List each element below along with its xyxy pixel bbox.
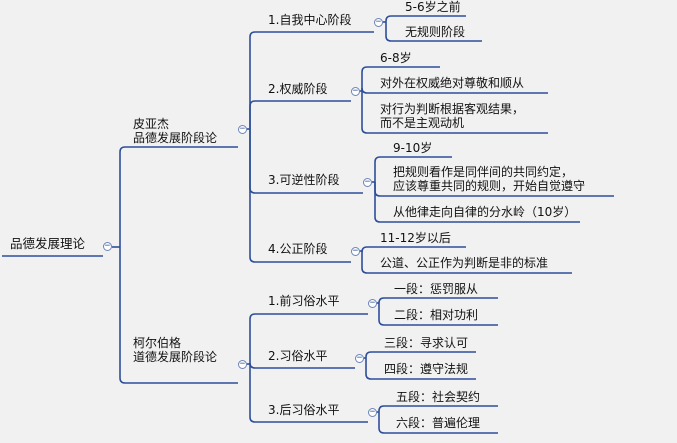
branch-piaget-collapse-toggle[interactable]: − <box>238 124 247 134</box>
stage-egocentric-label[interactable]: 1.自我中心阶段 <box>268 13 352 27</box>
branch-kohlberg-label-line2[interactable]: 道德发展阶段论 <box>133 350 218 364</box>
detail-stage1-punishment: 一段：惩罚服从 <box>394 282 479 296</box>
stage-conventional-label[interactable]: 2.习俗水平 <box>268 349 328 363</box>
branch-piaget-label-line2[interactable]: 品德发展阶段论 <box>133 131 218 145</box>
stage-egocentric-toggle[interactable]: − <box>374 17 383 27</box>
stage-reversible-label[interactable]: 3.可逆性阶段 <box>268 173 340 187</box>
kohlberg-bracket-link-1 <box>249 362 355 369</box>
kohlberg-bracket-link-2 <box>249 364 368 423</box>
stage-preconventional-toggle[interactable]: − <box>368 298 377 308</box>
authority-bracket-link-1 <box>361 87 548 94</box>
piaget-bracket-link-3 <box>249 129 351 263</box>
justice-bracket-link-0 <box>361 246 466 253</box>
egocentric-bracket-link-1 <box>385 22 482 42</box>
pre-bracket-link-0 <box>378 297 498 304</box>
root-bracket-link-0 <box>119 146 238 247</box>
detail-authority-judge-line1: 对行为判断根据客观结果， <box>380 102 525 116</box>
stage-preconventional-label[interactable]: 1.前习俗水平 <box>268 294 340 308</box>
authority-bracket-link-0 <box>361 66 440 91</box>
detail-stage3-approval: 三段：寻求认可 <box>384 336 469 350</box>
root-node-label[interactable]: 品德发展理论 <box>10 236 86 251</box>
authority-bracket-link-2 <box>361 91 548 134</box>
detail-authority-obey: 对外在权威绝对尊敬和顺从 <box>380 76 525 90</box>
root-collapse-toggle[interactable]: − <box>103 241 112 251</box>
detail-egocentric-rule: 无规则阶段 <box>405 25 466 39</box>
detail-stage5-contract: 五段：社会契约 <box>396 390 481 404</box>
branch-piaget-label-line1[interactable]: 皮亚杰 <box>133 117 170 131</box>
detail-stage2-instrumental: 二段：相对功利 <box>394 308 479 322</box>
branch-kohlberg-collapse-toggle[interactable]: − <box>238 359 247 369</box>
stage-authority-toggle[interactable]: − <box>351 86 360 96</box>
detail-reversible-age: 9-10岁 <box>393 141 433 155</box>
detail-egocentric-age: 5-6岁之前 <box>405 0 461 14</box>
stage-justice-label[interactable]: 4.公正阶段 <box>268 242 328 256</box>
conv-bracket-link-0 <box>365 351 476 358</box>
stage-postconventional-label[interactable]: 3.后习俗水平 <box>268 403 340 417</box>
piaget-bracket-link-0 <box>249 31 374 129</box>
root-bracket-link-1 <box>119 247 238 384</box>
stage-conventional-toggle[interactable]: − <box>355 353 364 363</box>
egocentric-bracket-link-0 <box>385 15 466 22</box>
pre-bracket-link-1 <box>378 303 498 326</box>
detail-reversible-rule-line1: 把规则看作是同伴间的共同约定， <box>393 165 574 179</box>
stage-authority-label[interactable]: 2.权威阶段 <box>268 82 328 96</box>
detail-justice-age: 11-12岁以后 <box>380 231 451 245</box>
conv-bracket-link-1 <box>365 358 476 380</box>
stage-reversible-toggle[interactable]: − <box>363 177 372 187</box>
detail-reversible-watershed: 从他律走向自律的分水岭（10岁） <box>393 205 577 219</box>
detail-stage6-ethics: 六段：普遍伦理 <box>396 416 481 430</box>
detail-authority-judge-line2: 而不是主观动机 <box>380 116 465 130</box>
kohlberg-bracket-link-0 <box>249 313 368 364</box>
reversible-bracket-link-0 <box>374 156 452 182</box>
justice-bracket-link-1 <box>361 251 572 274</box>
stage-postconventional-toggle[interactable]: − <box>368 407 377 417</box>
detail-authority-age: 6-8岁 <box>380 51 412 65</box>
detail-stage4-law: 四段：遵守法规 <box>384 362 469 376</box>
reversible-bracket-link-2 <box>374 182 580 223</box>
post-bracket-link-0 <box>378 405 498 412</box>
detail-justice-standard: 公道、公正作为判断是非的标准 <box>380 256 549 270</box>
detail-reversible-rule-line2: 应该尊重共同的规则，开始自觉遵守 <box>393 179 586 193</box>
stage-justice-toggle[interactable]: − <box>351 246 360 256</box>
piaget-bracket-link-1 <box>249 100 351 129</box>
post-bracket-link-1 <box>378 412 498 434</box>
branch-kohlberg-label-line1[interactable]: 柯尔伯格 <box>133 336 182 350</box>
